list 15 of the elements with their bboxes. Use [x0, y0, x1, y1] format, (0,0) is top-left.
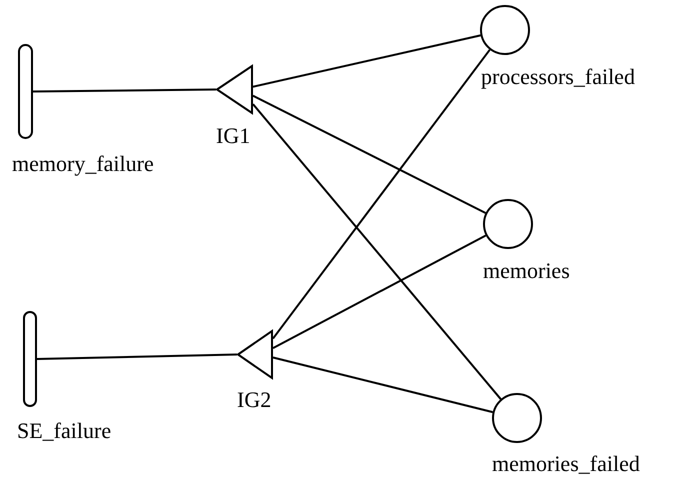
arc-line — [252, 104, 502, 400]
node-label: SE_failure — [17, 418, 112, 444]
node-label: IG1 — [216, 123, 250, 149]
arc-line — [36, 354, 238, 360]
arc-line — [272, 49, 491, 340]
arc-line — [272, 356, 493, 414]
node-label: memories — [483, 258, 570, 284]
node-label: memories_failed — [492, 451, 640, 477]
node-label: processors_failed — [481, 64, 635, 90]
node-label: IG2 — [237, 387, 272, 413]
node-label: memory_failure — [12, 151, 154, 177]
arc-line — [32, 88, 216, 92]
arc-line — [252, 94, 486, 214]
arc-line — [252, 34, 481, 88]
arc-line — [272, 234, 486, 350]
